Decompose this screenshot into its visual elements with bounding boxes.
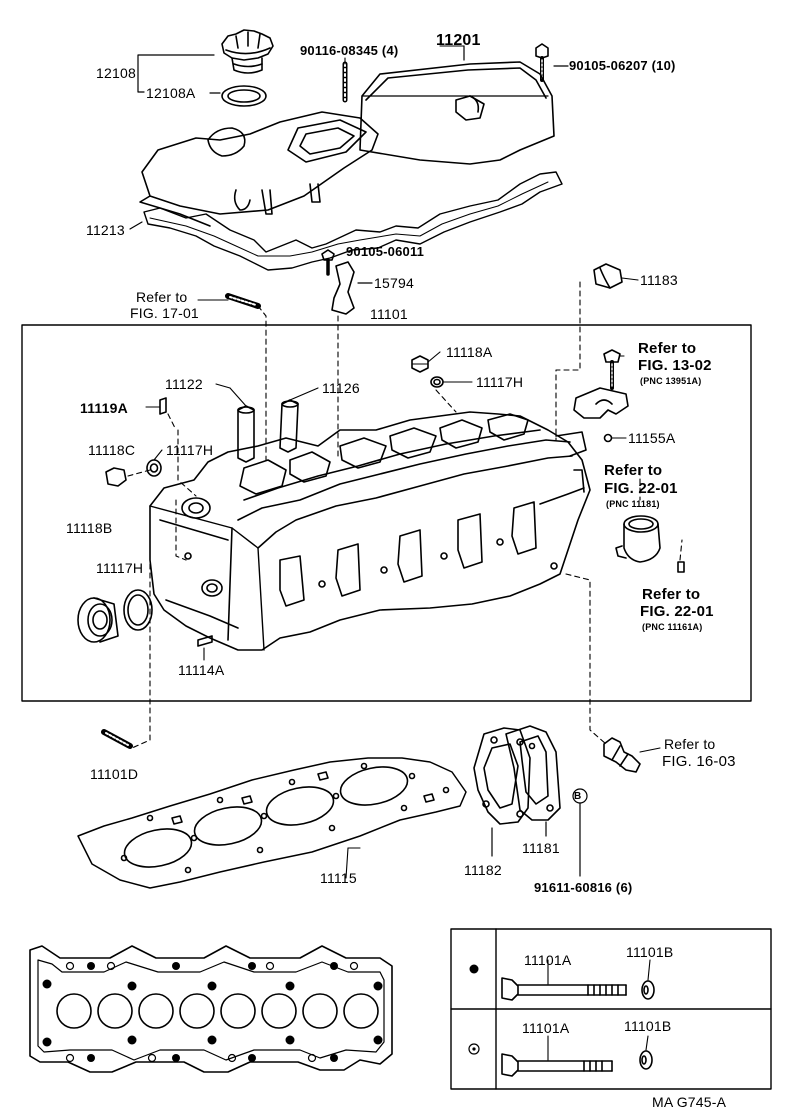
cam-bearing-cap	[573, 387, 629, 419]
plug-11183	[593, 263, 623, 289]
pin-fig22-11161A	[677, 561, 685, 573]
part-15794: 15794	[374, 275, 414, 291]
part-11117H-left: 11117H	[96, 560, 144, 576]
bolt-fig13	[603, 349, 621, 390]
pin-11155A	[603, 433, 613, 443]
part-11183: 11183	[640, 272, 678, 288]
part-11101: 11101	[370, 306, 408, 322]
ref-fig16-line2: FIG. 16-03	[662, 753, 736, 770]
part-11122: 11122	[165, 376, 203, 392]
washer-11101B-2	[639, 1035, 653, 1070]
figure-code: MA G745-A	[652, 1094, 727, 1110]
pin-11114A	[197, 635, 213, 647]
short-bolt-11101A	[501, 1035, 613, 1077]
dashed-reference-lines	[127, 281, 683, 749]
legend-bolt-short-label: 11101A	[522, 1020, 570, 1036]
part-11118B: 11118B	[66, 520, 113, 536]
part-12108: 12108	[96, 65, 136, 81]
plug-11118C	[105, 467, 127, 487]
legend-washer-2-label: 11101B	[624, 1018, 672, 1034]
part-12108A: 12108A	[146, 85, 196, 101]
part-11201: 11201	[436, 32, 481, 49]
head-gasket-top-view	[29, 945, 393, 1073]
part-11155A: 11155A	[628, 430, 676, 446]
stud-bolt-fig17	[225, 293, 261, 309]
part-11118C: 11118C	[88, 442, 136, 458]
leader-lines	[145, 45, 661, 879]
part-90105-06011: 90105-06011	[346, 244, 425, 259]
part-11118A: 11118A	[446, 344, 493, 360]
legend-bolt-long-label: 11101A	[524, 952, 572, 968]
plug-11118B	[77, 597, 119, 643]
ref-fig22a-line2: FIG. 22-01	[604, 480, 678, 497]
cylinder-head-group-frame	[21, 324, 752, 702]
bracket-12108	[137, 54, 215, 93]
ref-fig13-line3: (PNC 13951A)	[640, 376, 702, 386]
oil-filler-cap	[221, 29, 274, 74]
head-cover-gasket	[129, 171, 563, 271]
bracket-15794	[331, 261, 373, 315]
part-11126: 11126	[322, 380, 360, 396]
part-91611: 91611-60816 (6)	[534, 880, 633, 895]
stud-11101D	[101, 729, 133, 749]
washer-11101B-1	[641, 959, 655, 1000]
part-11114A: 11114A	[178, 662, 225, 678]
legend-washer-1-label: 11101B	[626, 944, 674, 960]
pin-11119A	[159, 397, 167, 415]
part-11115: 11115	[320, 870, 357, 886]
ref-fig22b-line2: FIG. 22-01	[640, 603, 714, 620]
marker-b-label: B	[574, 791, 582, 802]
sensor-fig16	[603, 737, 641, 773]
part-11117H-top: 11117H	[476, 374, 524, 390]
plug-fig22-11181	[615, 515, 661, 563]
part-90116: 90116-08345 (4)	[300, 43, 399, 58]
cylinder-head-block	[149, 411, 591, 651]
ref-fig22b-line3: (PNC 11161A)	[642, 622, 703, 632]
ref-fig13-line2: FIG. 13-02	[638, 357, 712, 374]
gasket-11117H-left	[123, 589, 153, 631]
legend-symbol-filled	[469, 964, 479, 974]
oil-filler-gasket	[221, 85, 267, 107]
guide-11122	[237, 405, 255, 463]
ref-fig17-line1: Refer to	[136, 289, 188, 305]
gasket-11117H-top	[430, 376, 444, 388]
ref-fig16-line1: Refer to	[664, 736, 716, 752]
part-90105-06207: 90105-06207 (10)	[569, 58, 676, 73]
part-11117H-mid: 11117H	[166, 442, 214, 458]
part-11213: 11213	[86, 222, 125, 238]
water-outlet-gasket	[473, 727, 531, 857]
bolt-legend-table	[450, 928, 772, 1090]
part-11181: 11181	[522, 840, 560, 856]
ref-fig22a-line3: (PNC 11181)	[606, 499, 660, 509]
part-11119A: 11119A	[80, 400, 128, 416]
part-11182: 11182	[464, 862, 502, 878]
guide-11126	[279, 399, 299, 453]
plug-11118A	[411, 355, 429, 373]
ref-fig13-line1: Refer to	[638, 340, 697, 357]
water-outlet-plate	[505, 725, 561, 837]
gasket-open-holes	[65, 961, 359, 1063]
ref-fig22a-line1: Refer to	[604, 462, 663, 479]
long-bolt-11101A	[501, 959, 627, 1001]
gasket-holes	[42, 962, 383, 1062]
head-gasket	[77, 757, 467, 889]
ref-fig22b-line1: Refer to	[642, 586, 701, 603]
gasket-11117H-mid	[146, 459, 162, 477]
bolt-90105-06011	[321, 249, 335, 276]
ref-fig17-line2: FIG. 17-01	[130, 305, 199, 321]
part-11101D: 11101D	[90, 766, 139, 782]
legend-symbol-open	[468, 1043, 480, 1055]
